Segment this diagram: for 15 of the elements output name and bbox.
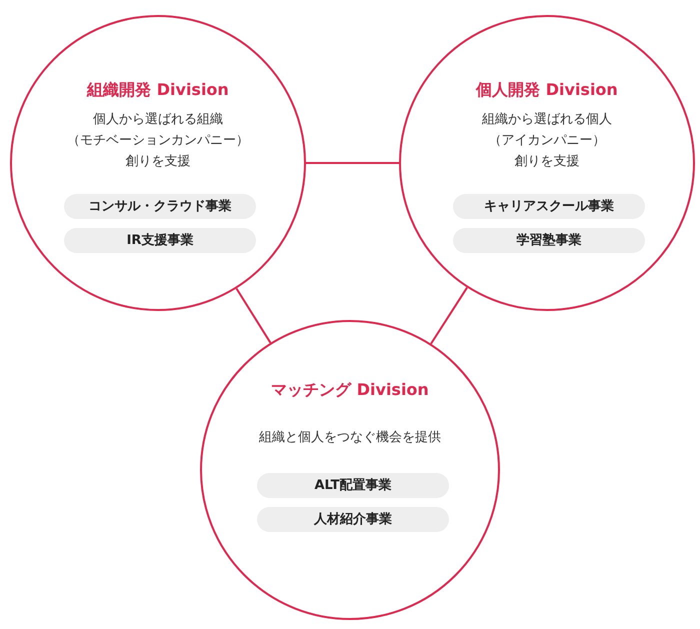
division-title: 個人開発 Division	[474, 80, 619, 101]
division-title: マッチング Division	[270, 380, 430, 401]
connector-line	[306, 162, 399, 164]
division-description: 個人から選ばれる組織（モチベーションカンパニー）創りを支援	[66, 111, 250, 171]
business-tag: ALT配置事業	[257, 473, 449, 498]
division-title: 組織開発 Division	[86, 80, 230, 101]
business-tag: IR支援事業	[64, 228, 256, 253]
business-tag: 人材紹介事業	[257, 507, 449, 532]
business-tag: コンサル・クラウド事業	[64, 194, 256, 219]
division-description: 組織から選ばれる個人（アイカンパニー）創りを支援	[481, 111, 613, 171]
business-tag: キャリアスクール事業	[453, 194, 645, 219]
connector-line	[430, 287, 468, 344]
business-tag: 学習塾事業	[453, 228, 645, 253]
connector-line	[236, 288, 272, 344]
division-description: 組織と個人をつなぐ機会を提供	[258, 429, 442, 447]
